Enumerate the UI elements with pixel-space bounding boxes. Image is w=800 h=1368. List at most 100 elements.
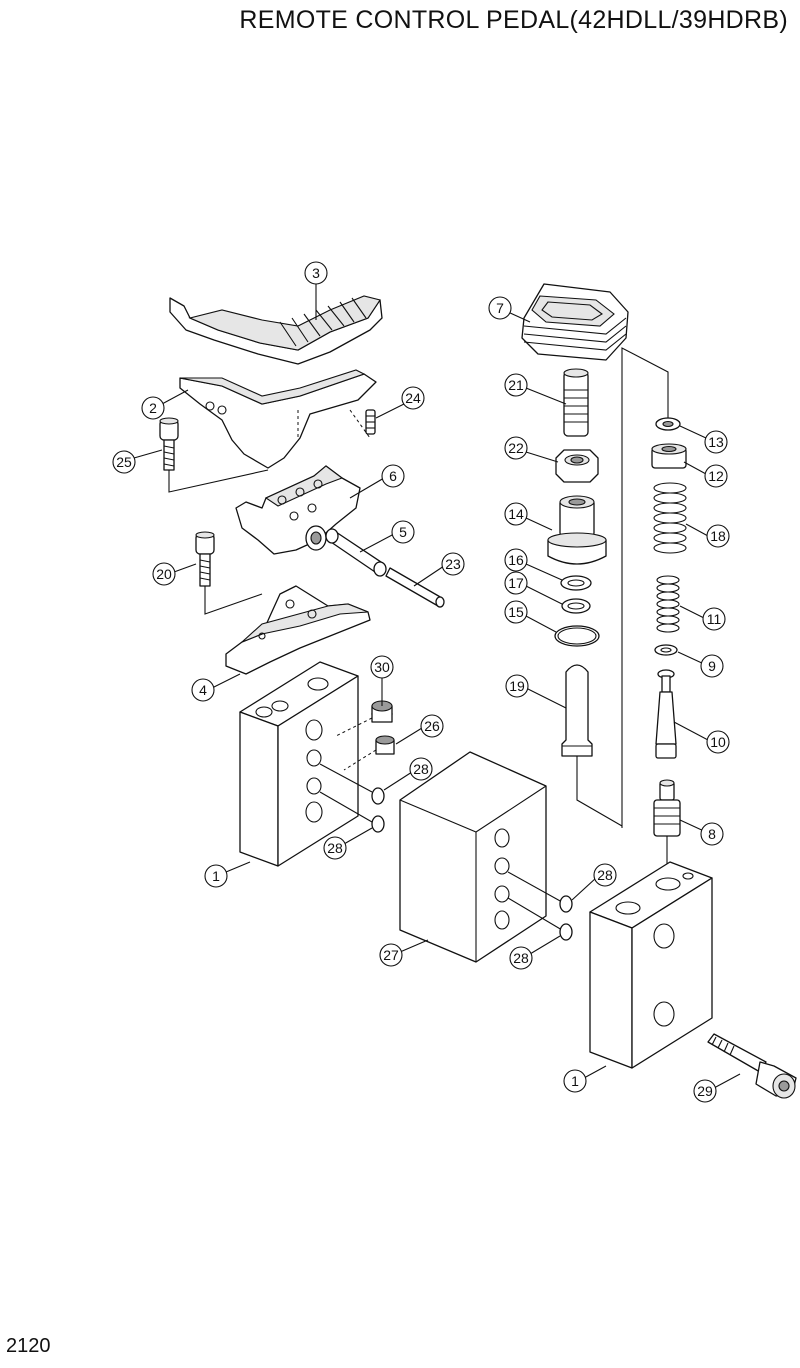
callout-21-label: 21 [508, 377, 524, 393]
callout-2: 2 [141, 396, 165, 420]
callout-7: 7 [488, 296, 512, 320]
callout-16: 16 [504, 548, 528, 572]
callout-leaders [133, 282, 741, 1089]
part-5-shaft [325, 528, 387, 577]
part-8-retainer [653, 779, 681, 878]
callout-13: 13 [704, 430, 728, 454]
callout-23-label: 23 [445, 556, 461, 572]
part-14-guide [547, 495, 607, 565]
callout-26: 26 [420, 714, 444, 738]
callout-22-label: 22 [508, 440, 524, 456]
callout-12-label: 12 [708, 468, 724, 484]
callout-5-label: 5 [399, 524, 407, 540]
part-21-push-rod [563, 368, 589, 437]
callout-25: 25 [112, 450, 136, 474]
callout-20: 20 [152, 562, 176, 586]
callout-14: 14 [504, 502, 528, 526]
callout-13-label: 13 [708, 434, 724, 450]
callout-2-label: 2 [149, 400, 157, 416]
callout-28-a-label: 28 [413, 761, 429, 777]
callout-17: 17 [504, 571, 528, 595]
callout-18-label: 18 [710, 528, 726, 544]
part-2-pedal [179, 369, 377, 469]
callout-1-b: 1 [563, 1069, 587, 1093]
callout-6: 6 [381, 464, 405, 488]
callout-27-label: 27 [383, 947, 399, 963]
callout-15-label: 15 [508, 604, 524, 620]
callout-3-label: 3 [312, 265, 320, 281]
part-20-bolt [195, 531, 263, 615]
part-29-bolt [707, 1033, 797, 1099]
callout-29-label: 29 [697, 1083, 713, 1099]
callout-17-label: 17 [508, 575, 524, 591]
part-12-spring-seat [651, 443, 687, 469]
part-17-washer [561, 598, 591, 614]
callout-30: 30 [370, 655, 394, 679]
callout-20-label: 20 [156, 566, 172, 582]
callout-30-label: 30 [374, 659, 390, 675]
callout-28-b-label: 28 [327, 840, 343, 856]
callout-16-label: 16 [508, 552, 524, 568]
callout-12: 12 [704, 464, 728, 488]
callout-9-label: 9 [708, 658, 716, 674]
callout-29: 29 [693, 1079, 717, 1103]
callout-14-label: 14 [508, 506, 524, 522]
callout-28-a: 28 [409, 757, 433, 781]
part-10-spool [655, 669, 677, 759]
part-7-boot [521, 283, 629, 361]
callout-25-label: 25 [116, 454, 132, 470]
part-26-plug [343, 735, 395, 771]
part-28-orings-right [559, 895, 573, 941]
callout-1-a-label: 1 [212, 868, 220, 884]
callout-19: 19 [505, 674, 529, 698]
part-25-bolt [159, 417, 269, 493]
callout-26-label: 26 [424, 718, 440, 734]
callout-1-b-label: 1 [571, 1073, 579, 1089]
callout-4: 4 [191, 678, 215, 702]
part-23-pin [385, 567, 445, 608]
callout-24-label: 24 [405, 390, 421, 406]
callout-7-label: 7 [496, 300, 504, 316]
callout-28-d-label: 28 [513, 950, 529, 966]
part-4-base-bracket [225, 585, 371, 675]
callout-4-label: 4 [199, 682, 207, 698]
callout-19-label: 19 [509, 678, 525, 694]
part-9-washer [654, 644, 678, 656]
part-11-spring [656, 575, 680, 633]
callout-5: 5 [391, 520, 415, 544]
callout-18: 18 [706, 524, 730, 548]
callout-10-label: 10 [710, 734, 726, 750]
callout-10: 10 [706, 730, 730, 754]
part-24-pin [365, 409, 376, 435]
page-title: REMOTE CONTROL PEDAL(42HDLL/39HDRB) [239, 6, 788, 34]
callout-6-label: 6 [389, 468, 397, 484]
callout-11-label: 11 [707, 611, 722, 627]
part-22-nut [555, 449, 599, 483]
callout-3: 3 [304, 261, 328, 285]
part-1-valve-body-left [239, 661, 373, 867]
callout-21: 21 [504, 373, 528, 397]
callout-9: 9 [700, 654, 724, 678]
part-19-plunger [561, 664, 623, 827]
callout-28-b: 28 [323, 836, 347, 860]
part-13-washer [655, 417, 681, 431]
page-number: 2120 [6, 1335, 51, 1357]
callout-27: 27 [379, 943, 403, 967]
assembly-guide-line [621, 347, 669, 828]
callout-28-c: 28 [593, 863, 617, 887]
part-27-spacer-block [399, 751, 563, 963]
callout-8-label: 8 [708, 826, 716, 842]
callout-1-a: 1 [204, 864, 228, 888]
part-28-orings-left [371, 787, 385, 833]
callout-24: 24 [401, 386, 425, 410]
callout-15: 15 [504, 600, 528, 624]
callout-23: 23 [441, 552, 465, 576]
part-18-spring [653, 482, 687, 554]
part-3-pedal-cover [169, 295, 383, 365]
part-15-oring [554, 625, 600, 647]
callout-28-c-label: 28 [597, 867, 613, 883]
callout-28-d: 28 [509, 946, 533, 970]
callout-8: 8 [700, 822, 724, 846]
part-16-washer [560, 575, 592, 591]
